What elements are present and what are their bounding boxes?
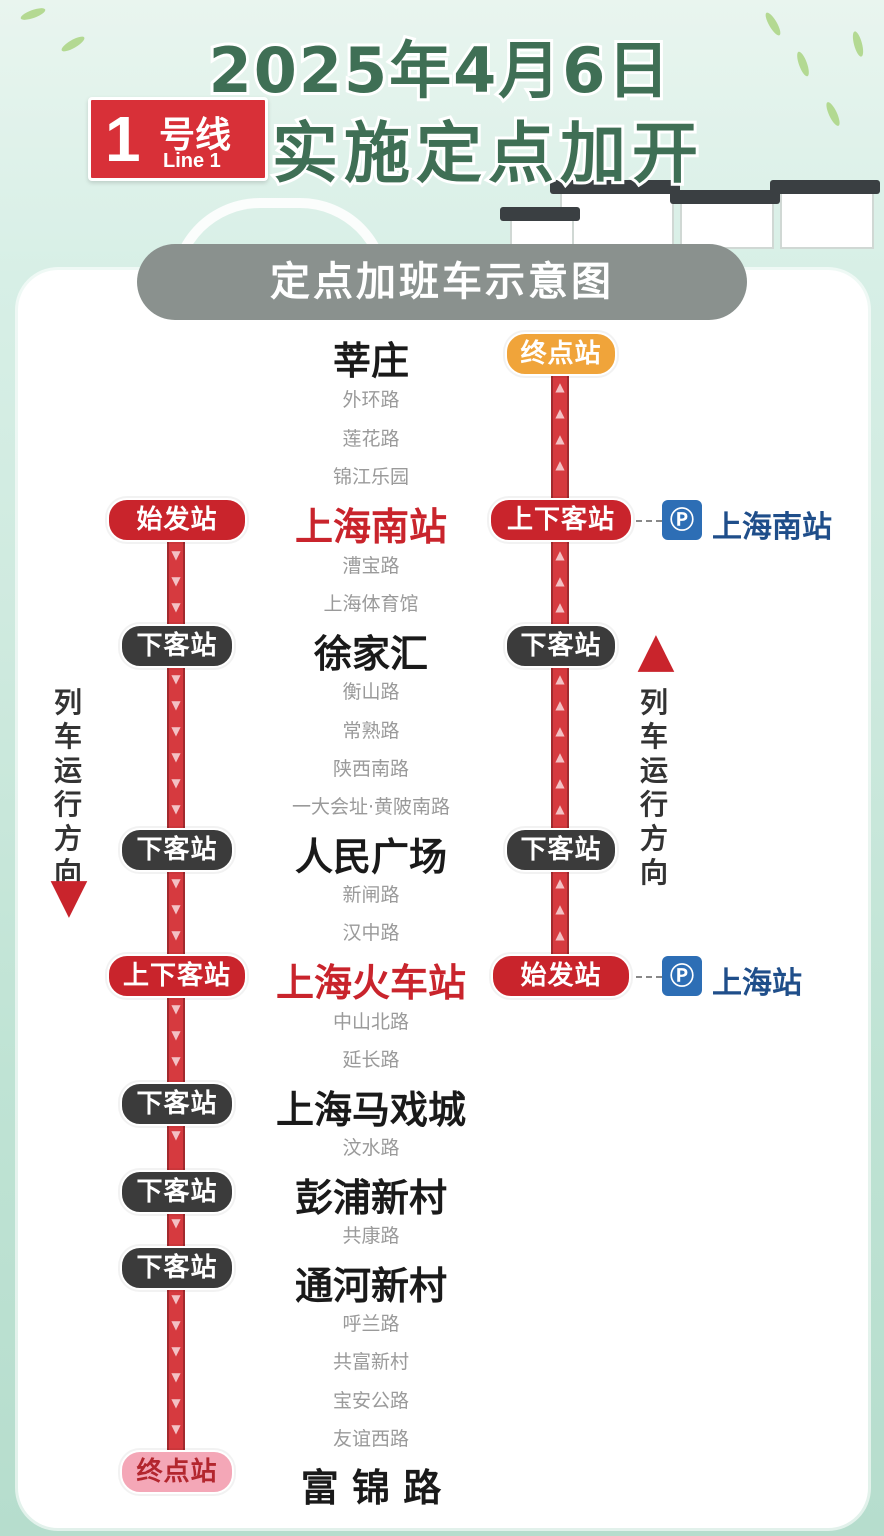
direction-chevron-icon: ▲	[555, 574, 565, 588]
right-marker-board-alight: 上下客站	[489, 498, 633, 542]
direction-chevron-icon: ▼	[171, 902, 181, 916]
direction-chevron-icon: ▲	[555, 776, 565, 790]
left-marker-alight: 下客站	[120, 828, 234, 872]
direction-chevron-icon: ▼	[171, 1318, 181, 1332]
station-xujiahui: 徐家汇	[313, 632, 428, 676]
station-jinjiangleyuan: 锦江乐园	[332, 466, 409, 488]
line-number: 1	[105, 103, 141, 175]
direction-chevron-icon: ▼	[171, 928, 181, 942]
direction-chevron-icon: ▲	[555, 406, 565, 420]
direction-chevron-icon: ▼	[171, 1216, 181, 1230]
station-circus-world: 上海马戏城	[275, 1088, 466, 1132]
direction-chevron-icon: ▲	[555, 724, 565, 738]
direction-chevron-icon: ▲	[555, 902, 565, 916]
station-hulanlu: 呼兰路	[342, 1313, 400, 1335]
direction-chevron-icon: ▼	[171, 548, 181, 562]
direction-chevron-icon: ▲	[555, 698, 565, 712]
direction-chevron-icon: ▼	[171, 1292, 181, 1306]
left-marker-terminal: 终点站	[120, 1450, 234, 1494]
left-marker-alight: 下客站	[120, 1082, 234, 1126]
direction-chevron-icon: ▲	[555, 432, 565, 446]
station-pengpuxincun: 彭浦新村	[294, 1176, 447, 1220]
station-youyixilu: 友谊西路	[332, 1428, 409, 1450]
line-cn-label: 号线	[159, 115, 232, 156]
station-shanghai-railway: 上海火车站	[275, 961, 466, 1005]
direction-chevron-icon: ▼	[171, 1370, 181, 1384]
direction-chevron-icon: ▼	[171, 776, 181, 790]
direction-chevron-icon: ▲	[555, 802, 565, 816]
station-shaanxinanlu: 陕西南路	[332, 758, 409, 780]
direction-chevron-icon: ▼	[171, 802, 181, 816]
left-direction-text: 列车运行方向	[53, 686, 82, 889]
right-marker-terminal: 终点站	[505, 332, 617, 376]
station-hengshanlu: 衡山路	[342, 681, 400, 703]
date-title: 2025年4月6日	[206, 31, 673, 110]
station-gongkanglu: 共康路	[342, 1225, 400, 1247]
station-lianhualu: 莲花路	[342, 428, 400, 450]
station-caobaolu: 漕宝路	[342, 555, 400, 577]
direction-chevron-icon: ▲	[555, 876, 565, 890]
station-xinzhalu: 新闸路	[342, 884, 400, 906]
station-zhongshanbeilu: 中山北路	[332, 1011, 409, 1033]
left-marker-alight: 下客站	[120, 624, 234, 668]
up-arrow-icon: ▲	[637, 622, 675, 678]
station-changshulu: 常熟路	[342, 720, 400, 742]
direction-chevron-icon: ▼	[171, 574, 181, 588]
direction-chevron-icon: ▼	[171, 876, 181, 890]
main-title: 实施定点加开	[269, 112, 704, 195]
direction-chevron-icon: ▼	[171, 724, 181, 738]
direction-chevron-icon: ▼	[171, 698, 181, 712]
station-shanghai-stadium: 上海体育馆	[323, 593, 419, 615]
station-xinzhuang: 莘庄	[332, 339, 409, 383]
right-marker-alight: 下客站	[505, 828, 617, 872]
station-hanzhonglu: 汉中路	[342, 922, 400, 944]
railway-link-shanghai-south: 上海南站	[712, 510, 832, 545]
station-yanchanglu: 延长路	[342, 1049, 400, 1071]
connector-line	[636, 976, 662, 978]
station-waihuanlu: 外环路	[342, 389, 400, 411]
direction-chevron-icon: ▼	[171, 600, 181, 614]
direction-chevron-icon: ▼	[171, 1422, 181, 1436]
left-marker-alight: 下客站	[120, 1246, 234, 1290]
direction-chevron-icon: ▼	[171, 1344, 181, 1358]
right-marker-origin: 始发站	[491, 954, 631, 998]
station-huangpinanlu: 一大会址·黄陂南路	[291, 796, 451, 818]
direction-chevron-icon: ▲	[555, 600, 565, 614]
line-badge: 1 号线 Line 1	[88, 97, 268, 181]
direction-chevron-icon: ▼	[171, 750, 181, 764]
down-arrow-icon: ▼	[50, 868, 88, 924]
left-marker-alight: 下客站	[120, 1170, 234, 1214]
direction-chevron-icon: ▲	[555, 548, 565, 562]
direction-chevron-icon: ▲	[555, 672, 565, 686]
left-marker-board-alight: 上下客站	[107, 954, 247, 998]
station-shanghai-south: 上海南站	[294, 505, 447, 549]
direction-chevron-icon: ▼	[171, 672, 181, 686]
station-peoples-square: 人民广场	[294, 835, 447, 879]
railway-station-icon: Ⓟ	[662, 500, 702, 540]
direction-chevron-icon: ▲	[555, 458, 565, 472]
line-en-label: Line 1	[163, 150, 221, 172]
station-tonghexincun: 通河新村	[294, 1264, 447, 1308]
diagram-card	[18, 270, 868, 1528]
direction-chevron-icon: ▼	[171, 1002, 181, 1016]
left-marker-origin: 始发站	[107, 498, 247, 542]
station-gongfuxincun: 共富新村	[332, 1351, 409, 1373]
station-fujinlu: 富 锦 路	[300, 1466, 442, 1510]
station-baoangonglu: 宝安公路	[332, 1390, 409, 1412]
connector-line	[636, 520, 662, 522]
direction-chevron-icon: ▲	[555, 380, 565, 394]
right-marker-alight: 下客站	[505, 624, 617, 668]
direction-chevron-icon: ▼	[171, 1396, 181, 1410]
station-wenshuilu: 汶水路	[342, 1137, 400, 1159]
railway-link-shanghai: 上海站	[712, 966, 802, 1001]
direction-chevron-icon: ▼	[171, 1028, 181, 1042]
right-direction-text: 列车运行方向	[639, 686, 668, 889]
direction-chevron-icon: ▼	[171, 1128, 181, 1142]
direction-chevron-icon: ▼	[171, 1054, 181, 1068]
direction-chevron-icon: ▲	[555, 928, 565, 942]
railway-station-icon: Ⓟ	[662, 956, 702, 996]
diagram-title: 定点加班车示意图	[137, 244, 747, 320]
direction-chevron-icon: ▲	[555, 750, 565, 764]
